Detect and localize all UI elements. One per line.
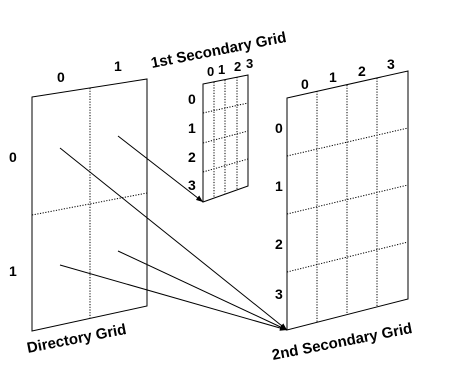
secondary-grid-2: 0 1 2 3 0 1 2 3 2nd Secondary Grid — [271, 56, 414, 364]
secondary-grid-1-col-label: 3 — [246, 56, 253, 71]
secondary-grid-1-row-label: 1 — [188, 120, 196, 136]
directory-grid-row-label: 1 — [9, 263, 17, 279]
secondary-grid-2-col-label: 0 — [301, 76, 309, 92]
secondary-grid-1-row-label: 3 — [188, 177, 196, 193]
directory-grid-col-label: 0 — [57, 69, 65, 85]
directory-grid: 0 1 0 1 Directory Grid — [9, 58, 148, 357]
pointer-cell-0-1-to-grid-1 — [117, 135, 204, 203]
secondary-grid-2-row-label: 0 — [275, 120, 283, 136]
secondary-grid-1-col-label: 0 — [207, 64, 214, 79]
secondary-grid-2-col-label: 1 — [329, 69, 337, 85]
secondary-grid-1-col-label: 1 — [218, 62, 225, 77]
secondary-grid-1-cells — [202, 77, 249, 198]
secondary-grid-2-frame — [286, 70, 409, 331]
secondary-grid-2-col-label: 3 — [387, 56, 395, 72]
directory-grid-row-label: 0 — [9, 149, 17, 165]
pointer-cell-1-0-to-grid-2 — [59, 264, 288, 331]
secondary-grid-2-cells — [286, 78, 409, 323]
directory-grid-row-divider — [31, 192, 148, 216]
secondary-grid-2-row-label: 2 — [275, 236, 283, 252]
secondary-grid-2-row-label: 3 — [275, 286, 283, 302]
secondary-grid-2-col-label: 2 — [358, 63, 366, 79]
secondary-grid-2-row-label: 1 — [275, 178, 283, 194]
directory-pointers — [59, 135, 288, 331]
secondary-grid-1-row-label: 2 — [188, 149, 196, 165]
directory-grid-col-label: 1 — [114, 58, 122, 74]
pointer-cell-1-1-to-grid-2 — [117, 250, 288, 331]
pointer-cell-0-0-to-grid-2 — [59, 147, 288, 331]
secondary-grid-1-row-label: 0 — [188, 91, 196, 107]
secondary-grid-1-col-label: 2 — [234, 59, 241, 74]
